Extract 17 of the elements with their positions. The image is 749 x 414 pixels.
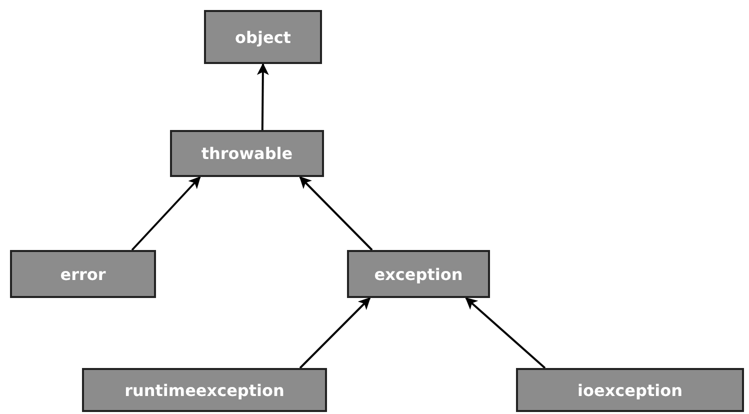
class-box [516, 368, 744, 412]
class-box [204, 10, 322, 64]
class-name: ioexception [578, 380, 682, 400]
class-box [347, 250, 490, 298]
class-box [170, 130, 324, 177]
class-name: object [235, 28, 291, 46]
arrow [299, 176, 373, 251]
class-name: runtimeexception [124, 380, 284, 400]
arrow [299, 297, 371, 369]
class-name: error [60, 264, 106, 284]
class-box [10, 250, 156, 298]
arrow [131, 176, 201, 251]
class-name: throwable [201, 144, 293, 163]
arrow [465, 297, 546, 369]
class-box [82, 368, 327, 412]
class-name: exception [374, 264, 463, 284]
arrow [256, 63, 269, 130]
